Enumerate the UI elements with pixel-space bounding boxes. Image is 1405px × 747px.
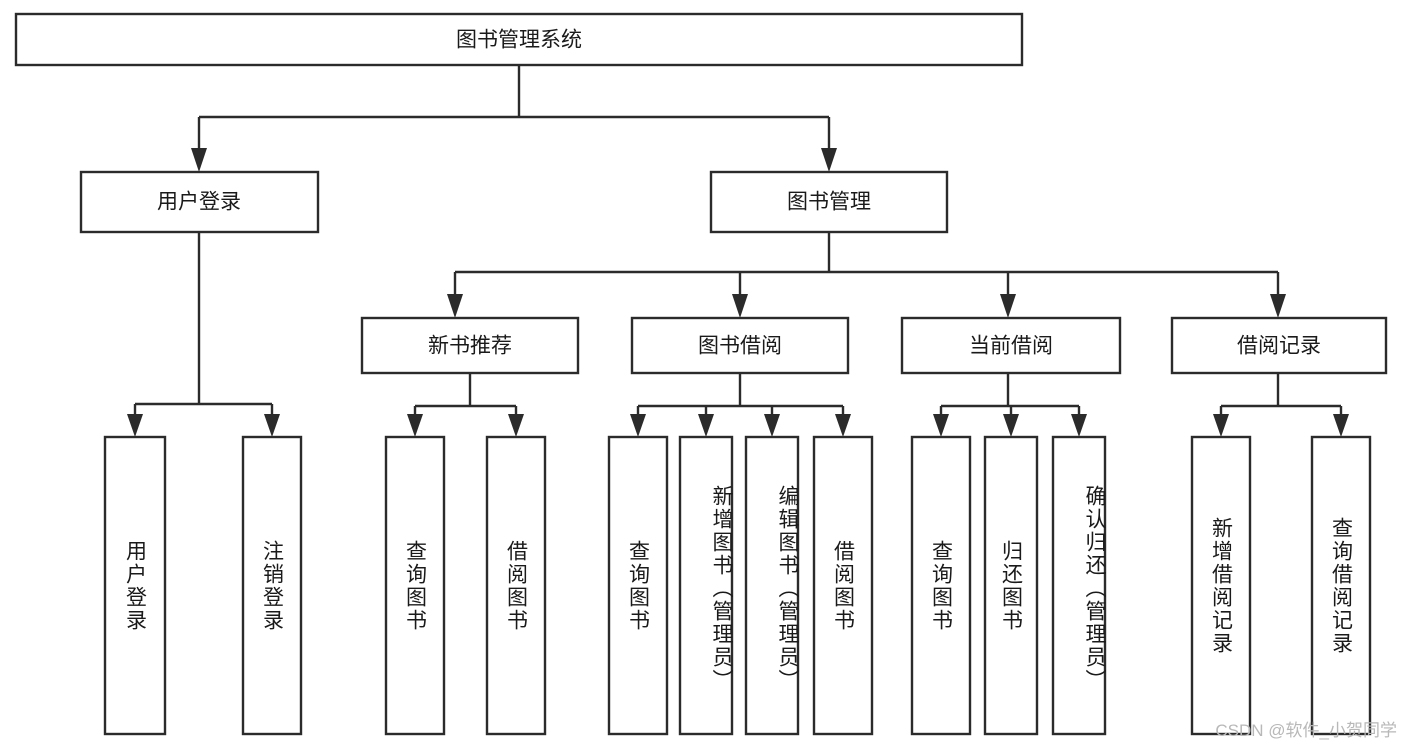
leaf-query-borrow-record-box[interactable]	[1310, 435, 1372, 736]
arrow-to-l-query-borrow-record	[1333, 414, 1349, 437]
leaf-query-book-3-box[interactable]	[910, 435, 972, 736]
arrow-to-l-add-book-admin	[698, 414, 714, 437]
arrow-root-to-user-login	[191, 148, 207, 172]
leaf-confirm-return-admin-box[interactable]	[1051, 435, 1107, 736]
node-new-book-rec[interactable]: 新书推荐	[360, 316, 580, 375]
arrow-to-new-book-rec	[447, 294, 463, 318]
node-user-login-box[interactable]	[79, 170, 320, 234]
arrow-to-l-query-book-3	[933, 414, 949, 437]
arrow-to-l-edit-book-admin	[764, 414, 780, 437]
leaf-user-logout-box[interactable]	[241, 435, 303, 736]
node-borrow-record[interactable]: 借阅记录	[1170, 316, 1388, 375]
connector-group-book-mgmt	[447, 232, 1286, 318]
leaf-borrow-book-2-box[interactable]	[812, 435, 874, 736]
arrow-to-l-query-book-2	[630, 414, 646, 437]
leaf-borrow-book-1-box[interactable]	[485, 435, 547, 736]
arrow-to-l-confirm-return-admin	[1071, 414, 1087, 437]
node-root-label: 图书管理系统	[456, 29, 582, 52]
connector-group-current-borrow	[933, 373, 1087, 437]
connector-group-new-book-rec	[407, 373, 524, 437]
csdn-watermark: CSDN @软件_小贺同学	[1215, 721, 1397, 740]
arrow-to-l-borrow-book-2	[835, 414, 851, 437]
arrow-to-borrow-record	[1270, 294, 1286, 318]
leaf-return-book-box[interactable]	[983, 435, 1039, 736]
node-user-login-label: 用户登录	[157, 191, 241, 214]
node-current-borrow[interactable]: 当前借阅	[900, 316, 1122, 375]
connector-group-user-login	[127, 232, 280, 437]
leaf-add-borrow-record-box[interactable]	[1190, 435, 1252, 736]
arrow-root-to-book-mgmt	[821, 148, 837, 172]
arrow-to-book-borrow	[732, 294, 748, 318]
leaf-add-book-admin-box[interactable]	[678, 435, 734, 736]
leaf-user-login-box[interactable]	[103, 435, 167, 736]
arrow-to-l-add-borrow-record	[1213, 414, 1229, 437]
node-book-mgmt[interactable]: 图书管理	[709, 170, 949, 234]
arrow-to-current-borrow	[1000, 294, 1016, 318]
leaf-edit-book-admin-box[interactable]	[744, 435, 800, 736]
node-user-login[interactable]: 用户登录	[79, 170, 320, 234]
arrow-to-l-return-book	[1003, 414, 1019, 437]
node-book-mgmt-box[interactable]	[709, 170, 949, 234]
connector-group-root	[191, 65, 837, 172]
node-book-borrow-box[interactable]	[630, 316, 850, 375]
node-borrow-record-label: 借阅记录	[1237, 335, 1321, 358]
leaf-query-book-2-box[interactable]	[607, 435, 669, 736]
arrow-to-l-user-login	[127, 414, 143, 437]
node-borrow-record-box[interactable]	[1170, 316, 1388, 375]
node-current-borrow-box[interactable]	[900, 316, 1122, 375]
arrow-to-l-query-book-1	[407, 414, 423, 437]
arrow-to-l-user-logout	[264, 414, 280, 437]
node-new-book-rec-box[interactable]	[360, 316, 580, 375]
connector-group-book-borrow	[630, 373, 851, 437]
arrow-to-l-borrow-book-1	[508, 414, 524, 437]
node-book-borrow[interactable]: 图书借阅	[630, 316, 850, 375]
leaf-query-book-1-box[interactable]	[384, 435, 446, 736]
node-root-box[interactable]	[14, 12, 1024, 67]
node-book-mgmt-label: 图书管理	[787, 191, 871, 214]
connector-group-borrow-record	[1213, 373, 1349, 437]
node-new-book-rec-label: 新书推荐	[428, 335, 512, 358]
node-root[interactable]: 图书管理系统	[14, 12, 1024, 67]
node-book-borrow-label: 图书借阅	[698, 335, 782, 358]
node-current-borrow-label: 当前借阅	[969, 335, 1053, 358]
